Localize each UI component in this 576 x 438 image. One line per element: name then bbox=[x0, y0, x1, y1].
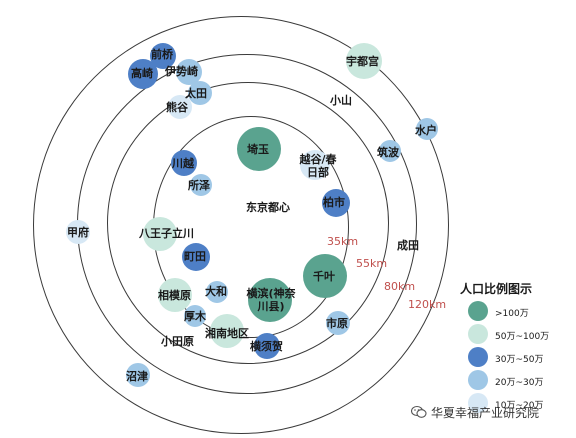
bubble-qiyu bbox=[237, 127, 281, 171]
city-label: 越谷/春日部 bbox=[299, 153, 337, 179]
city-label: 町田 bbox=[184, 250, 206, 263]
bubble-hengbin bbox=[248, 278, 292, 322]
bubble-dahe bbox=[206, 281, 228, 303]
city-label: 高崎 bbox=[131, 67, 153, 80]
city-label: 埼玉 bbox=[247, 143, 269, 156]
bubble-bawangzi bbox=[143, 217, 177, 251]
city-label: 所泽 bbox=[188, 179, 210, 192]
city-label: 厚木 bbox=[184, 310, 206, 323]
city-label: 小田原 bbox=[161, 335, 194, 348]
city-label: 千叶 bbox=[313, 270, 335, 283]
bubble-qianye bbox=[303, 254, 347, 298]
city-label: 八王子立川 bbox=[139, 227, 194, 240]
legend-dot bbox=[468, 370, 488, 390]
ring-55km bbox=[107, 82, 389, 364]
legend-label: 20万~30万 bbox=[495, 378, 544, 388]
city-label: 伊势崎 bbox=[165, 65, 198, 78]
bubble-hengxuhe bbox=[254, 333, 280, 359]
bubble-xiangnan bbox=[210, 314, 244, 348]
bubble-zhaojin bbox=[126, 363, 150, 387]
watermark-text: 华夏幸福产业研究院 bbox=[431, 405, 540, 420]
legend-dot bbox=[468, 347, 488, 367]
city-label: 沼津 bbox=[126, 370, 148, 383]
city-label: 横须贺 bbox=[250, 340, 283, 353]
legend-dot bbox=[468, 301, 488, 321]
bubble-houmu bbox=[184, 305, 206, 327]
city-label: 横滨(神奈川县) bbox=[246, 287, 296, 313]
legend-label: 10万~20万 bbox=[495, 401, 544, 411]
bubble-shiyuan bbox=[326, 311, 350, 335]
city-label: 前桥 bbox=[151, 48, 173, 61]
bubble-jiafu bbox=[66, 220, 90, 244]
watermark: 华夏幸福产业研究院 bbox=[411, 400, 576, 424]
city-label: 市原 bbox=[326, 317, 348, 330]
dist-label-55km: 55km bbox=[356, 257, 388, 270]
bubble-yuegu bbox=[300, 150, 330, 180]
bubble-yishiqi bbox=[176, 59, 202, 85]
legend-label: 30万~50万 bbox=[495, 355, 544, 365]
bubble-shuihu bbox=[416, 118, 438, 140]
dist-label-35km: 35km bbox=[327, 235, 359, 248]
legend-label: 50万~100万 bbox=[495, 332, 550, 342]
city-label: 相模原 bbox=[158, 289, 191, 302]
city-label: 甲府 bbox=[67, 226, 89, 239]
city-label: 水户 bbox=[415, 124, 437, 137]
city-label: 湘南地区 bbox=[205, 327, 249, 340]
city-label: 太田 bbox=[185, 87, 207, 100]
bubble-gaoqi bbox=[128, 59, 158, 89]
legend-title: 人口比例图示 bbox=[460, 282, 533, 296]
bubble-xionggu bbox=[168, 95, 192, 119]
city-label: 宇都宫 bbox=[346, 55, 379, 68]
bubble-taitian bbox=[188, 81, 212, 105]
bubble-dingtian bbox=[182, 243, 210, 271]
bubble-chuanyue bbox=[171, 150, 197, 176]
ring-120km bbox=[33, 16, 449, 434]
bubble-yudugong bbox=[346, 43, 382, 79]
bubble-suoze bbox=[190, 174, 212, 196]
center-label: 东京都心 bbox=[246, 201, 290, 214]
wechat-icon bbox=[411, 405, 427, 418]
city-label: 小山 bbox=[330, 94, 352, 107]
city-label: 成田 bbox=[397, 239, 419, 252]
legend-label: >100万 bbox=[495, 309, 529, 319]
legend-dot bbox=[468, 393, 488, 413]
bubble-xiangmoyuan bbox=[158, 278, 192, 312]
legend-dot bbox=[468, 324, 488, 344]
city-label: 川越 bbox=[172, 157, 194, 170]
dist-label-80km: 80km bbox=[384, 280, 416, 293]
city-label: 熊谷 bbox=[166, 101, 188, 114]
city-label: 大和 bbox=[205, 285, 227, 298]
bubble-zhubo bbox=[379, 140, 401, 162]
city-label: 筑波 bbox=[377, 146, 399, 159]
city-label: 柏市 bbox=[323, 196, 345, 209]
dist-label-120km: 120km bbox=[408, 298, 447, 311]
bubble-baishi bbox=[322, 189, 350, 217]
